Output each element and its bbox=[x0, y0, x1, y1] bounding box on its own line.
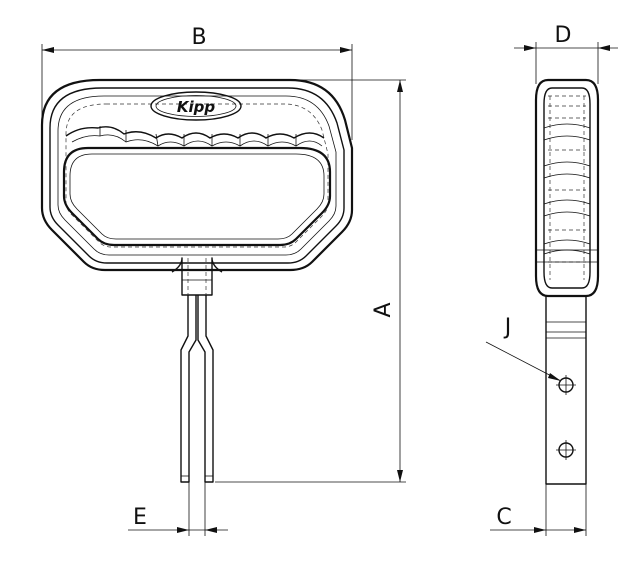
dimension-e: E bbox=[128, 482, 228, 536]
grip-groove-ticks bbox=[99, 126, 297, 147]
handle-hidden-line bbox=[65, 103, 329, 248]
side-outer bbox=[534, 78, 600, 298]
dimension-label-a: A bbox=[371, 302, 396, 317]
front-view: Kipp bbox=[40, 78, 354, 483]
side-stem bbox=[545, 296, 587, 485]
handle-outline-2 bbox=[49, 87, 345, 264]
dimension-label-d: D bbox=[555, 23, 572, 48]
dimension-c: C bbox=[490, 484, 587, 536]
side-inner bbox=[543, 87, 591, 289]
grip-scallops bbox=[65, 126, 325, 139]
side-view bbox=[534, 78, 600, 485]
handle-outline-3 bbox=[57, 95, 337, 256]
dimension-a: A bbox=[215, 79, 406, 483]
dimension-label-e: E bbox=[133, 505, 147, 530]
dimension-b: B bbox=[41, 25, 353, 140]
dimension-label-j: J bbox=[503, 315, 512, 340]
dimension-label-c: C bbox=[496, 505, 511, 530]
stem-wires bbox=[180, 295, 214, 483]
dimension-j: J bbox=[485, 315, 562, 382]
grip-scallops-inner bbox=[71, 134, 323, 147]
brand-text: Kipp bbox=[177, 98, 216, 116]
dimension-d: D bbox=[514, 23, 618, 84]
hole-lower bbox=[556, 440, 576, 460]
side-grip-bands bbox=[536, 123, 598, 263]
brand-logo: Kipp bbox=[150, 91, 242, 121]
side-hidden-lines bbox=[548, 95, 586, 280]
stem-neck bbox=[171, 257, 223, 296]
dimension-label-b: B bbox=[191, 25, 206, 50]
hole-upper bbox=[556, 375, 576, 395]
handle-inner-window-2 bbox=[69, 153, 325, 240]
handle-inner-window bbox=[62, 146, 332, 247]
